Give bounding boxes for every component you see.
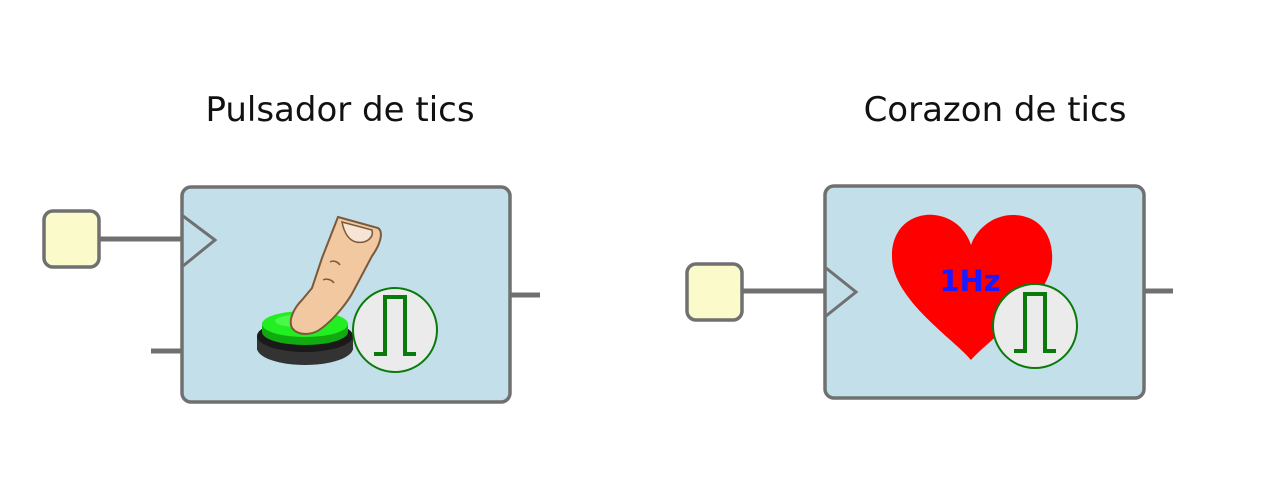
pulse-badge-icon bbox=[352, 287, 438, 373]
pulsador-input-pin[interactable] bbox=[42, 209, 101, 269]
frequency-label: 1Hz bbox=[939, 264, 1000, 298]
corazon-block[interactable]: 1Hz bbox=[685, 184, 1173, 400]
pulsador-title: Pulsador de tics bbox=[205, 90, 475, 130]
pulse-badge-icon bbox=[992, 283, 1078, 369]
heart-icon bbox=[891, 214, 1053, 360]
finger-icon bbox=[289, 215, 382, 335]
pulsador-block[interactable] bbox=[42, 185, 540, 404]
corazon-input-pin[interactable] bbox=[685, 262, 744, 322]
corazon-clock-triangle bbox=[825, 266, 859, 318]
pulsador-clock-triangle bbox=[182, 214, 218, 268]
corazon-title: Corazon de tics bbox=[863, 90, 1127, 130]
